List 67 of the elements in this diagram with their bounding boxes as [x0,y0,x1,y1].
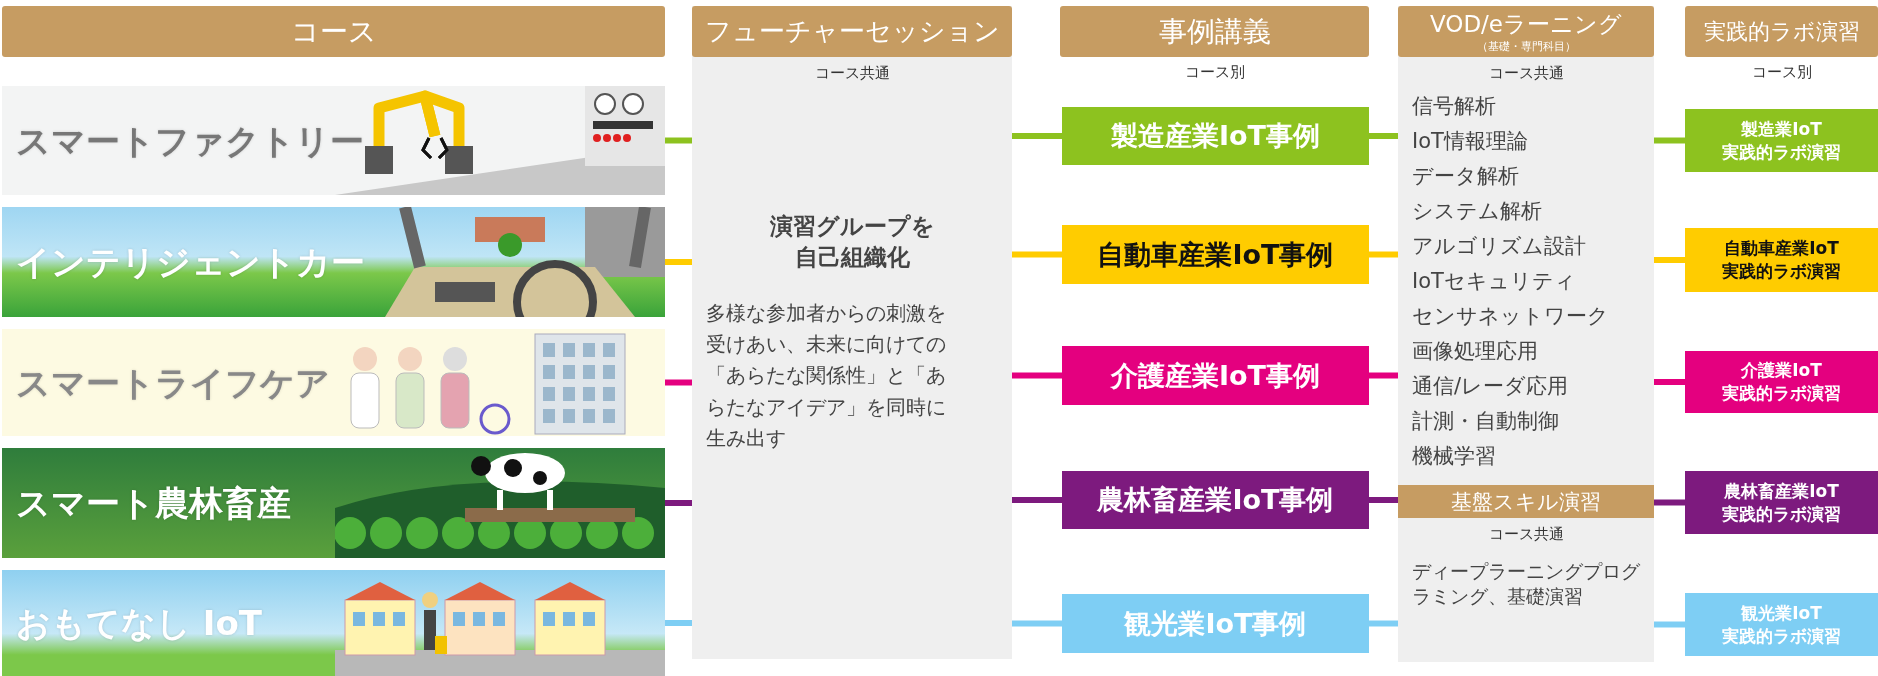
lab-box: 自動車産業IoT実践的ラボ演習 [1685,228,1878,292]
connector-line [665,500,692,506]
case-box: 介護産業IoT事例 [1062,346,1369,405]
course-banner [2,86,665,195]
subject-text: データ解析 [1412,163,1519,190]
connector-line [665,259,692,265]
course-banner [2,329,665,436]
connector-line [1654,379,1685,385]
subject-text: システム解析 [1412,198,1542,225]
connector-line [1654,137,1685,144]
subject-text: アルゴリズム設計 [1412,233,1586,260]
connector-line [1012,372,1062,379]
banner-title: スマートライフケア [16,361,330,405]
column-header: 事例講義 [1060,6,1369,57]
subject-text: 計測・自動制御 [1412,408,1559,435]
subject-text: 機械学習 [1412,443,1496,470]
session-panel [692,6,1012,659]
description-text: 多様な参加者からの刺激を受けあい、未来に向けての「あらたな関係性」と「あらたなアイデア」を同時に生み出す [706,301,947,452]
header-title: VOD/eラーニング [1428,10,1623,39]
heading-text: 演習グループを自己組織化 [769,212,935,273]
description-text: ディープラーニングプログラミング、基礎演習 [1412,559,1640,609]
column-note: コース別 [1183,63,1246,82]
lab-box: 観光業IoT実践的ラボ演習 [1685,593,1878,656]
case-box: 製造産業IoT事例 [1062,107,1369,165]
case-box: 農林畜産業IoT事例 [1062,471,1369,529]
connector-line [665,620,692,626]
banner-title: スマート農林畜産 [16,482,291,525]
column-header: 実践的ラボ演習 [1685,6,1878,57]
course-banner [2,570,665,676]
connector-line [1012,133,1062,139]
connector-line [665,379,692,386]
lab-box: 製造業IoT実践的ラボ演習 [1685,109,1878,172]
connector-line [1654,621,1685,628]
header-subtitle: （基礎・専門科目） [1475,39,1577,54]
column-header: コース [2,6,665,57]
banner-title: おもてなし IoT [16,602,263,645]
subtitle-text: コース共通 [1487,64,1565,83]
connector-line [1012,251,1062,258]
connector-line [1012,620,1062,627]
connector-line [1369,497,1398,503]
subject-text: IoTセキュリティ [1412,268,1576,295]
connector-line [1012,497,1062,503]
subject-text: 画像処理応用 [1412,338,1538,365]
connector-line [1369,372,1398,379]
connector-line [1369,251,1398,258]
elearning-panel [1398,6,1654,485]
case-box: 観光業IoT事例 [1062,594,1369,653]
skill-panel [1398,485,1654,662]
connector-line [1369,133,1398,139]
lab-box: 介護業IoT実践的ラボ演習 [1685,351,1878,413]
subject-text: センサネットワーク [1412,303,1609,330]
subtitle-text: コース共通 [813,64,891,83]
course-banner [2,448,665,558]
connector-line [665,137,692,144]
column-header: 基盤スキル演習 [1398,485,1654,518]
column-note: コース別 [1750,63,1813,82]
connector-line [1654,257,1685,263]
connector-line [1654,499,1685,506]
subject-text: 信号解析 [1412,93,1496,120]
connector-line [1369,620,1398,627]
subject-text: 通信/レーダ応用 [1412,373,1569,400]
column-header: フューチャーセッション [692,6,1012,57]
subtitle-text: コース共通 [1487,525,1565,544]
lab-box: 農林畜産業IoT実践的ラボ演習 [1685,471,1878,534]
case-box: 自動車産業IoT事例 [1062,225,1369,284]
subject-text: IoT情報理論 [1412,128,1528,155]
banner-title: スマートファクトリー [16,119,364,163]
